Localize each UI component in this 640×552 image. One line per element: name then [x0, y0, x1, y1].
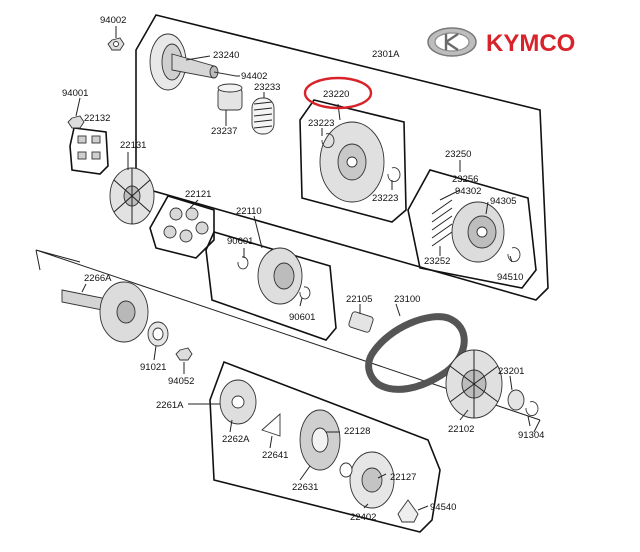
label-22641: 22641	[262, 450, 288, 461]
label-22132: 22132	[84, 113, 110, 124]
label-23250: 23250	[445, 149, 471, 160]
group-23250-outline	[407, 169, 537, 289]
label-23201: 23201	[498, 366, 524, 377]
nut-94052-part	[175, 347, 193, 361]
label-23100: 23100	[394, 294, 420, 305]
clutch-fan-22102-part	[445, 349, 503, 419]
nut-94001-part	[67, 115, 85, 129]
label-22105: 22105	[346, 294, 372, 305]
label-23233: 23233	[254, 82, 280, 93]
group-22132-outline	[69, 127, 109, 175]
clutch-23250-part	[431, 199, 505, 263]
circlip-23223b-part	[387, 167, 401, 182]
label-23256: 23256	[452, 174, 478, 185]
label-22110: 22110	[236, 206, 262, 217]
label-2261A: 2261A	[156, 400, 184, 411]
label-2266A: 2266A	[84, 273, 112, 284]
label-22631: 22631	[292, 482, 318, 493]
bearing-23201-part	[507, 389, 525, 411]
circlip-90601b-part	[299, 286, 311, 300]
label-94402: 94402	[241, 71, 267, 82]
movable-face-22110-part	[257, 247, 303, 305]
spring-22641-part	[261, 412, 281, 437]
collar-23237-part	[217, 83, 243, 111]
rollers-22121-part	[163, 207, 209, 243]
label-94052: 94052	[168, 376, 194, 387]
leader-lines	[75, 26, 531, 511]
label-90601a: 90601	[227, 236, 253, 247]
circlip-90601a-part	[237, 256, 249, 270]
label-94001: 94001	[62, 88, 88, 99]
label-22402: 22402	[350, 512, 376, 523]
label-94540: 94540	[430, 502, 456, 513]
label-23223b: 23223	[372, 193, 398, 204]
label-22121: 22121	[185, 189, 211, 200]
label-2301A: 2301A	[372, 49, 400, 60]
group-23220-outline	[299, 99, 407, 223]
label-22131: 22131	[120, 140, 146, 151]
label-23240: 23240	[213, 50, 239, 61]
label-94510: 94510	[497, 272, 523, 283]
label-91304: 91304	[518, 430, 544, 441]
label-23220: 23220	[323, 89, 349, 100]
label-22102: 22102	[448, 424, 474, 435]
label-23252: 23252	[424, 256, 450, 267]
label-23237: 23237	[211, 126, 237, 137]
slides-22132-part	[77, 135, 101, 160]
circlip-94510-part	[507, 247, 521, 262]
fixed-drive-face-part	[149, 33, 219, 91]
label-94305: 94305	[490, 196, 516, 207]
label-91021: 91021	[140, 362, 166, 373]
label-22128: 22128	[344, 426, 370, 437]
label-2262A: 2262A	[222, 434, 250, 445]
nut-94002-part	[107, 37, 125, 51]
bearing-91021-part	[147, 321, 169, 347]
label-94002: 94002	[100, 15, 126, 26]
label-90601b: 90601	[289, 312, 315, 323]
drive-plate-2262A-part	[219, 379, 257, 425]
cover-plate-23220-part	[319, 121, 385, 203]
label-22127: 22127	[390, 472, 416, 483]
label-94302: 94302	[455, 186, 481, 197]
group-2261A-outline	[209, 360, 441, 533]
drive-shaft-2266A-part	[61, 281, 149, 343]
circlip-91304-part	[525, 401, 539, 416]
ramp-plate-22131-part	[109, 167, 155, 225]
axis-line-end	[533, 419, 541, 433]
kymco-logo-icon	[427, 27, 477, 57]
highlight-ring	[303, 76, 373, 110]
collar-22105-part	[348, 311, 374, 333]
circlip-23223a-part	[321, 133, 335, 148]
label-23223a: 23223	[308, 118, 334, 129]
pin-94402-part	[213, 71, 237, 77]
brand-name: KYMCO	[486, 30, 575, 57]
clutch-bell-22402-part	[339, 451, 395, 509]
clutch-shoes-22631-part	[299, 409, 341, 471]
group-22121-outline	[149, 195, 215, 259]
spring-23233-part	[251, 97, 275, 135]
nut-94540-part	[397, 499, 419, 523]
